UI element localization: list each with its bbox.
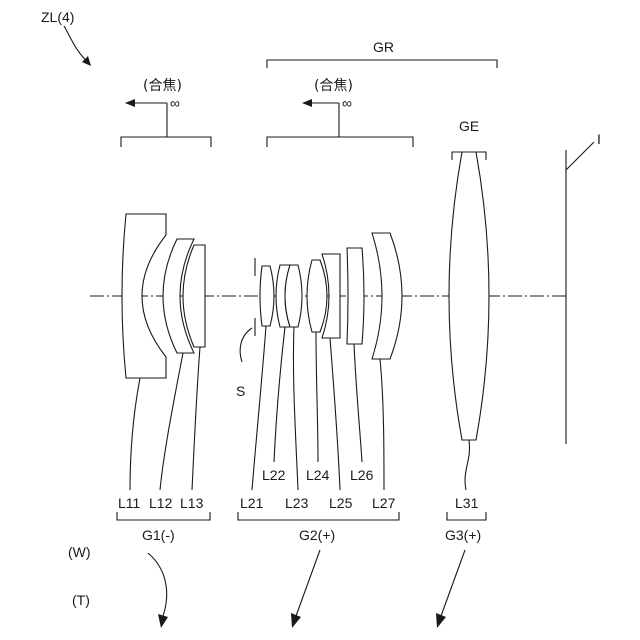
- bracket-g2-top: [267, 137, 413, 147]
- leader-l22: [274, 327, 285, 462]
- zoom-arrowhead-g3: [436, 613, 446, 628]
- label-ge: GE: [459, 118, 479, 134]
- label-gr: GR: [373, 39, 394, 55]
- zoom-path-g2: [296, 550, 320, 616]
- label-image-plane: I: [597, 131, 601, 147]
- label-g3: G3(+): [445, 527, 481, 543]
- leader-l25: [330, 338, 340, 490]
- lens-l26: [347, 248, 364, 344]
- label-l25: L25: [329, 495, 353, 511]
- lens-l24: [307, 260, 327, 332]
- label-tele: (T): [72, 592, 90, 608]
- focus-arrowhead-left: [125, 99, 135, 107]
- label-g2: G2(+): [299, 527, 335, 543]
- stop-leader: [240, 328, 252, 362]
- lens-l31: [449, 152, 489, 440]
- leader-l11: [130, 378, 140, 490]
- bracket-g1-top: [121, 137, 211, 147]
- leader-l31: [465, 440, 470, 490]
- label-l13: L13: [180, 495, 204, 511]
- label-stop: S: [236, 383, 245, 399]
- zoom-arrowhead-g2: [291, 613, 301, 628]
- label-l27: L27: [372, 495, 396, 511]
- label-l26: L26: [350, 467, 374, 483]
- leader-l27: [380, 359, 384, 490]
- lens-l21: [260, 266, 274, 326]
- zoom-path-g1: [148, 553, 167, 616]
- zoom-arrowhead-g1: [158, 614, 168, 628]
- title-leader: [64, 26, 88, 62]
- label-l12: L12: [149, 495, 173, 511]
- leader-l26: [354, 344, 362, 462]
- focus-arrowhead-right: [302, 99, 312, 107]
- zoom-path-g3: [441, 550, 465, 616]
- bracket-g1: [117, 512, 210, 520]
- leader-l24: [316, 332, 318, 462]
- label-wide: (W): [68, 544, 91, 560]
- focus-label-left: (合焦): [143, 78, 182, 94]
- leader-l21: [252, 326, 266, 490]
- infinity-left: ∞: [170, 95, 180, 111]
- label-l31: L31: [455, 495, 479, 511]
- image-plane-leader: [566, 142, 594, 170]
- diagram-title: ZL(4): [41, 9, 74, 25]
- bracket-g2: [238, 512, 399, 520]
- focus-label-right: (合焦): [314, 78, 353, 94]
- label-l24: L24: [306, 467, 330, 483]
- infinity-right: ∞: [342, 95, 352, 111]
- label-l22: L22: [262, 467, 286, 483]
- leader-l23: [293, 327, 298, 490]
- label-l23: L23: [285, 495, 309, 511]
- lens-l23: [285, 265, 302, 327]
- label-l11: L11: [118, 495, 141, 511]
- label-g1: G1(-): [142, 527, 175, 543]
- bracket-g3: [447, 512, 486, 520]
- label-l21: L21: [240, 495, 264, 511]
- lens-l13: [183, 245, 205, 347]
- leader-l13: [192, 347, 200, 490]
- bracket-gr: [267, 60, 497, 68]
